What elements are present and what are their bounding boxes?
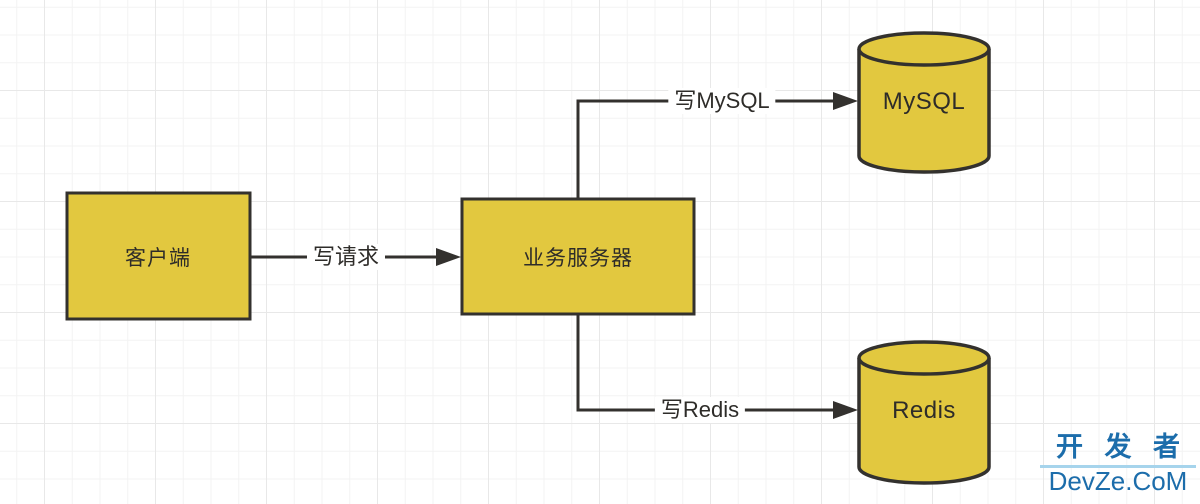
watermark-title: 开 发 者: [1040, 433, 1196, 468]
mysql-cylinder-body: [857, 49, 991, 174]
edge-write-mysql-arrowhead: [833, 92, 858, 110]
redis-cylinder-body: [857, 358, 991, 485]
edge-write-request-arrowhead: [436, 248, 461, 266]
edge-write-redis-arrowhead: [833, 401, 858, 419]
mysql-cylinder-top: [857, 31, 991, 67]
redis-node-label: Redis: [892, 397, 956, 424]
client-node-label: 客户端: [125, 247, 191, 270]
edge-write-redis-label: 写Redis: [654, 397, 746, 423]
redis-cylinder-top: [857, 340, 991, 376]
mysql-node-label: MySQL: [882, 88, 966, 115]
edge-write-redis-line: [576, 314, 836, 412]
edge-write-mysql-line: [576, 99, 836, 199]
client-node-shape: [65, 191, 252, 321]
server-node-shape: [460, 197, 696, 316]
server-node-label: 业务服务器: [523, 247, 633, 270]
watermark: 开 发 者 DevZe.CoM: [1040, 433, 1196, 495]
watermark-site: DevZe.CoM: [1048, 465, 1188, 496]
edge-write-mysql-label: 写MySQL: [668, 88, 776, 114]
edge-write-request-label: 写请求: [306, 244, 386, 270]
